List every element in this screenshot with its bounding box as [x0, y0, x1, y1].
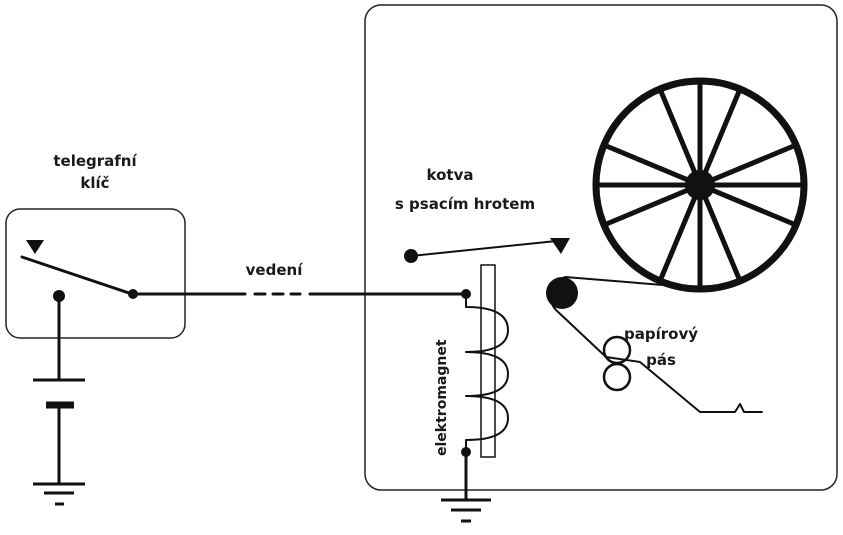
telegraph-key-label-line2: klíč [80, 174, 109, 192]
key-ground-icon [33, 482, 85, 506]
armature-label-line1: kotva [427, 166, 474, 184]
electromagnet-core [480, 264, 496, 458]
line-label: vedení [246, 261, 304, 279]
receiver-housing [364, 4, 838, 491]
paper-tape-label-line2: pás [646, 351, 676, 369]
key-lever [20, 255, 134, 296]
armature-lever [410, 239, 567, 257]
paper-tape-label-line1: papírový [624, 325, 698, 343]
telegraph-key-housing [5, 208, 186, 339]
key-knob-icon [26, 240, 44, 254]
guide-roller-bottom [602, 362, 632, 392]
receiver-ground-icon [441, 498, 491, 523]
take-up-wheel [592, 77, 808, 293]
telegraph-key-label-line1: telegrafní [53, 152, 137, 170]
writing-tip-icon [550, 238, 570, 254]
paper-tape-upper [549, 276, 763, 413]
armature-label-line2: s psacím hrotem [395, 195, 535, 213]
electromagnet-coil [465, 293, 509, 453]
electromagnet-label: elektromagnet [434, 339, 450, 456]
